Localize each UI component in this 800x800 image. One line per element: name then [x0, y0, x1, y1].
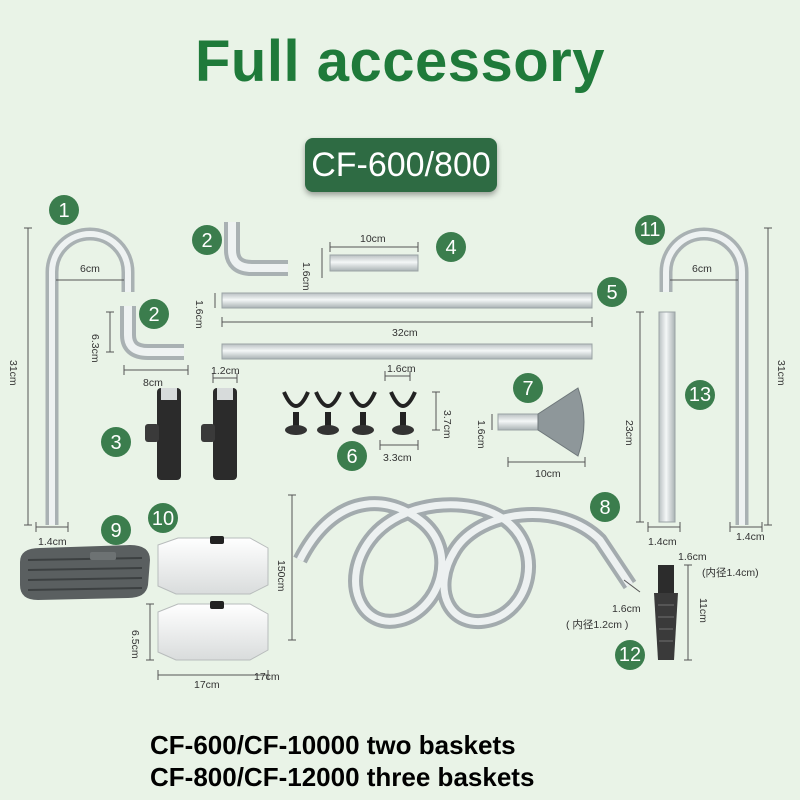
dim-label: 3.7cm	[441, 410, 453, 439]
svg-text:7: 7	[522, 378, 533, 400]
straight-tube-icon	[221, 343, 593, 360]
strainer-icon	[654, 565, 678, 660]
dim-label: 150cm	[275, 560, 287, 592]
number-marker-6: 6	[337, 441, 367, 471]
dim-label: 31cm	[7, 360, 19, 386]
svg-text:2: 2	[148, 304, 159, 326]
svg-text:6: 6	[346, 446, 357, 468]
number-marker-11: 11	[635, 215, 665, 245]
dim-label: 1.6cm	[612, 603, 641, 615]
dim-label: 1.6cm	[678, 551, 707, 563]
dim-label: 3.3cm	[383, 452, 412, 464]
svg-text:3: 3	[110, 432, 121, 454]
svg-text:11: 11	[640, 219, 661, 241]
svg-text:13: 13	[689, 384, 711, 406]
svg-text:9: 9	[110, 520, 121, 542]
dim-label: 11cm	[697, 598, 709, 623]
j-outlet-tube-icon	[659, 227, 749, 525]
filter-basket-icon	[157, 536, 269, 595]
dimension-labels: 6cm 31cm 1.4cm 6.3cm 8cm 10cm 1.6cm 1.6c…	[7, 233, 787, 691]
dim-label: 17cm	[254, 671, 280, 683]
dim-label: (内径1.4cm)	[702, 566, 759, 579]
svg-text:10: 10	[152, 508, 174, 530]
dim-label: 1.6cm	[300, 262, 312, 291]
footer-line-1: CF-600/CF-10000 two baskets	[150, 730, 516, 760]
svg-text:4: 4	[445, 237, 456, 259]
dimension-lines	[24, 227, 772, 680]
suction-clip-icon	[349, 391, 377, 435]
svg-text:2: 2	[201, 230, 212, 252]
number-marker-13: 13	[685, 380, 715, 410]
dim-label: 1.4cm	[38, 536, 67, 548]
suction-clip-icon	[389, 391, 417, 435]
straight-tube-icon	[221, 292, 593, 309]
straight-tube-icon	[658, 311, 676, 523]
dim-label: 31cm	[775, 360, 787, 386]
svg-text:12: 12	[619, 644, 641, 666]
model-badge: CF-600/800	[305, 138, 497, 192]
number-marker-4: 4	[436, 232, 466, 262]
number-marker-10: 10	[148, 503, 178, 533]
elbow-connector-icon	[120, 306, 184, 360]
suction-clip-icon	[282, 391, 310, 435]
dim-label: 1.4cm	[736, 531, 765, 543]
dim-label: 6.5cm	[129, 630, 141, 659]
dim-label: ( 内径1.2cm )	[566, 618, 628, 631]
valve-icon	[145, 388, 181, 480]
number-marker-12: 12	[615, 640, 645, 670]
svg-text:5: 5	[606, 282, 617, 304]
dim-label: 17cm	[194, 679, 220, 691]
dim-label: 32cm	[392, 327, 418, 339]
sponge-plate-icon	[20, 545, 150, 600]
svg-text:8: 8	[599, 497, 610, 519]
dim-label: 6.3cm	[89, 334, 101, 363]
svg-text:1: 1	[58, 200, 69, 222]
suction-clip-icon	[314, 391, 342, 435]
j-intake-tube-icon	[45, 227, 135, 525]
dim-label: 6cm	[692, 263, 712, 275]
number-marker-2a: 2	[192, 225, 222, 255]
dim-label: 1.6cm	[475, 420, 487, 449]
dim-label: 1.6cm	[387, 363, 416, 375]
number-markers: 1 2 2 3 4 5 6 7 8 9 10 11 12 13	[49, 195, 715, 670]
dim-label: 1.4cm	[648, 536, 677, 548]
number-marker-1: 1	[49, 195, 79, 225]
filter-basket-icon	[157, 601, 269, 661]
dim-label: 8cm	[143, 377, 163, 389]
number-marker-7: 7	[513, 373, 543, 403]
hose-icon	[293, 496, 637, 629]
dim-label: 10cm	[360, 233, 386, 245]
number-marker-3: 3	[101, 427, 131, 457]
page-title: Full accessory	[195, 29, 605, 94]
dim-label: 10cm	[535, 468, 561, 480]
dim-label: 1.6cm	[193, 300, 205, 329]
outlet-funnel-icon	[497, 387, 585, 457]
elbow-connector-icon	[224, 222, 288, 276]
number-marker-2b: 2	[139, 299, 169, 329]
dim-label: 23cm	[623, 420, 635, 446]
number-marker-9: 9	[101, 515, 131, 545]
dim-label: 6cm	[80, 263, 100, 275]
footer-line-2: CF-800/CF-12000 three baskets	[150, 762, 535, 792]
dim-label: 1.2cm	[211, 365, 240, 377]
number-marker-5: 5	[597, 277, 627, 307]
number-marker-8: 8	[590, 492, 620, 522]
valve-icon	[201, 388, 237, 480]
short-tube-icon	[329, 254, 419, 272]
